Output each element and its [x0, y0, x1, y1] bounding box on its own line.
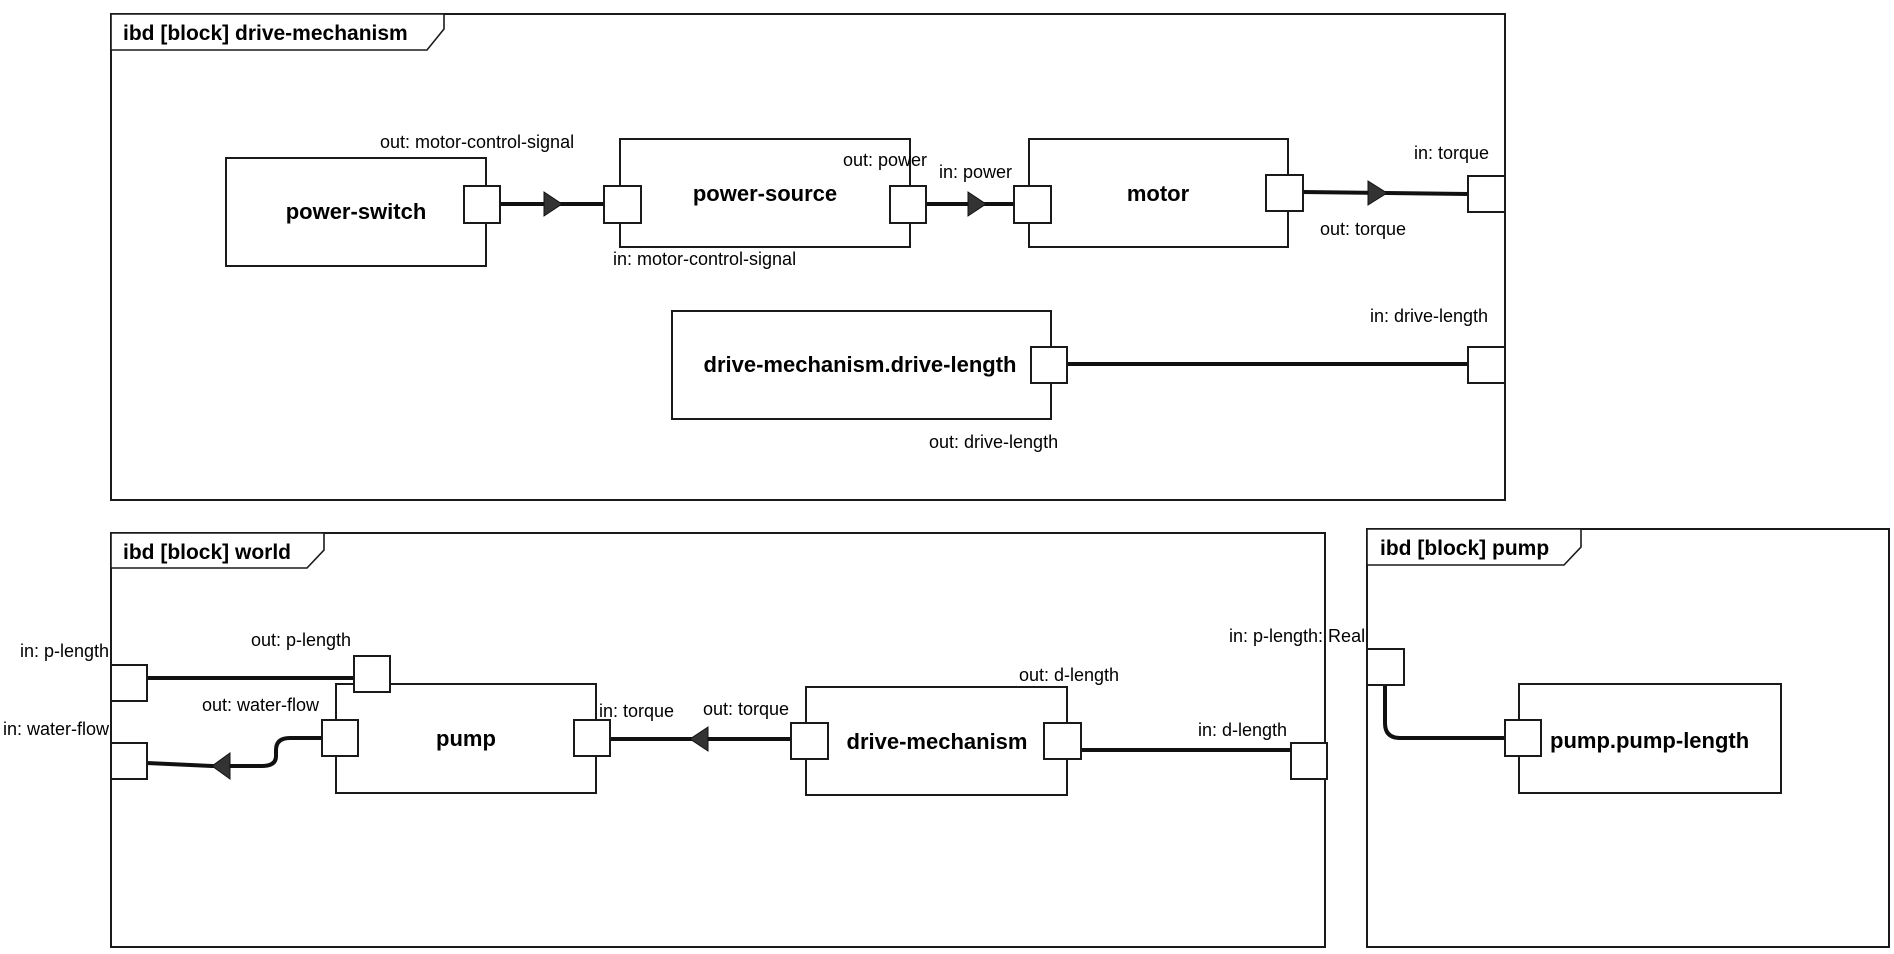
- frame-title: ibd [block] pump: [1380, 537, 1549, 560]
- port-power-switch-out[interactable]: [463, 185, 501, 224]
- block-drive-length[interactable]: drive-mechanism.drive-length: [671, 310, 1052, 420]
- port-motor-in[interactable]: [1013, 185, 1052, 224]
- flow-arrow-icon: [967, 191, 987, 217]
- port-label: out: torque: [703, 699, 789, 719]
- block-name: power-switch: [286, 199, 427, 224]
- block-name: pump: [436, 726, 496, 751]
- port-label: out: water-flow: [202, 695, 320, 715]
- port-pump-length-in[interactable]: [1504, 719, 1542, 757]
- port-label: in: torque: [599, 701, 674, 721]
- connector-pump-length[interactable]: [1383, 683, 1507, 740]
- port-pump-torque[interactable]: [573, 719, 611, 757]
- port-label: in: p-length: Real: [1229, 626, 1365, 646]
- port-drive-length-out[interactable]: [1030, 346, 1068, 384]
- frame-world: ibd [block] world pump drive-mechanism i…: [3, 532, 1328, 948]
- port-frame-p-length[interactable]: [110, 664, 148, 702]
- port-label: in: motor-control-signal: [613, 249, 796, 269]
- port-drive-mechanism-torque[interactable]: [790, 722, 829, 760]
- block-pump-length[interactable]: pump.pump-length: [1518, 683, 1782, 794]
- block-motor[interactable]: motor: [1028, 138, 1289, 248]
- port-label: out: drive-length: [929, 432, 1058, 452]
- port-frame-p-length[interactable]: [1366, 648, 1405, 686]
- port-frame-drive-length[interactable]: [1467, 346, 1506, 384]
- port-label: out: d-length: [1019, 665, 1119, 685]
- flow-arrow-icon: [1367, 180, 1388, 206]
- flow-arrow-icon: [543, 191, 563, 217]
- frame-title: ibd [block] drive-mechanism: [123, 22, 408, 45]
- port-drive-mechanism-d-length[interactable]: [1043, 722, 1082, 760]
- port-frame-d-length[interactable]: [1290, 742, 1328, 780]
- connector-water-flow[interactable]: [145, 736, 324, 768]
- block-power-switch[interactable]: power-switch: [225, 157, 487, 267]
- port-power-source-in[interactable]: [603, 185, 642, 224]
- frame-tab: [110, 532, 325, 569]
- port-label: in: torque: [1414, 143, 1489, 163]
- frame-tab: [1366, 528, 1582, 566]
- port-label: out: p-length: [251, 630, 351, 650]
- block-name: power-source: [693, 181, 837, 206]
- port-label: out: power: [843, 150, 927, 170]
- port-label: out: torque: [1320, 219, 1406, 239]
- frame-tab: [110, 13, 445, 51]
- block-name: drive-mechanism.drive-length: [704, 352, 1017, 377]
- block-name: drive-mechanism: [847, 729, 1028, 754]
- block-name: motor: [1127, 181, 1190, 206]
- port-label: in: d-length: [1198, 720, 1287, 740]
- block-drive-mechanism[interactable]: drive-mechanism: [805, 686, 1068, 796]
- port-label: in: power: [939, 162, 1012, 182]
- block-pump[interactable]: pump: [335, 683, 597, 794]
- frame-title: ibd [block] world: [123, 541, 291, 564]
- port-label: in: p-length: [20, 641, 109, 661]
- port-frame-torque[interactable]: [1467, 175, 1506, 213]
- port-label: out: motor-control-signal: [380, 132, 574, 152]
- port-power-source-out[interactable]: [889, 185, 927, 224]
- port-label: in: drive-length: [1370, 306, 1488, 326]
- port-frame-water-flow[interactable]: [110, 742, 148, 780]
- frame-drive-mechanism: ibd [block] drive-mechanism power-switch…: [110, 13, 1506, 501]
- port-motor-out[interactable]: [1265, 174, 1304, 212]
- port-label: in: water-flow: [3, 719, 110, 739]
- flow-arrow-icon: [689, 726, 709, 752]
- frame-pump: ibd [block] pump pump.pump-length in: p-…: [1229, 528, 1890, 948]
- port-pump-water-flow[interactable]: [321, 719, 359, 757]
- port-pump-p-length[interactable]: [353, 655, 391, 693]
- flow-arrow-icon: [211, 752, 231, 780]
- block-name: pump.pump-length: [1550, 728, 1749, 753]
